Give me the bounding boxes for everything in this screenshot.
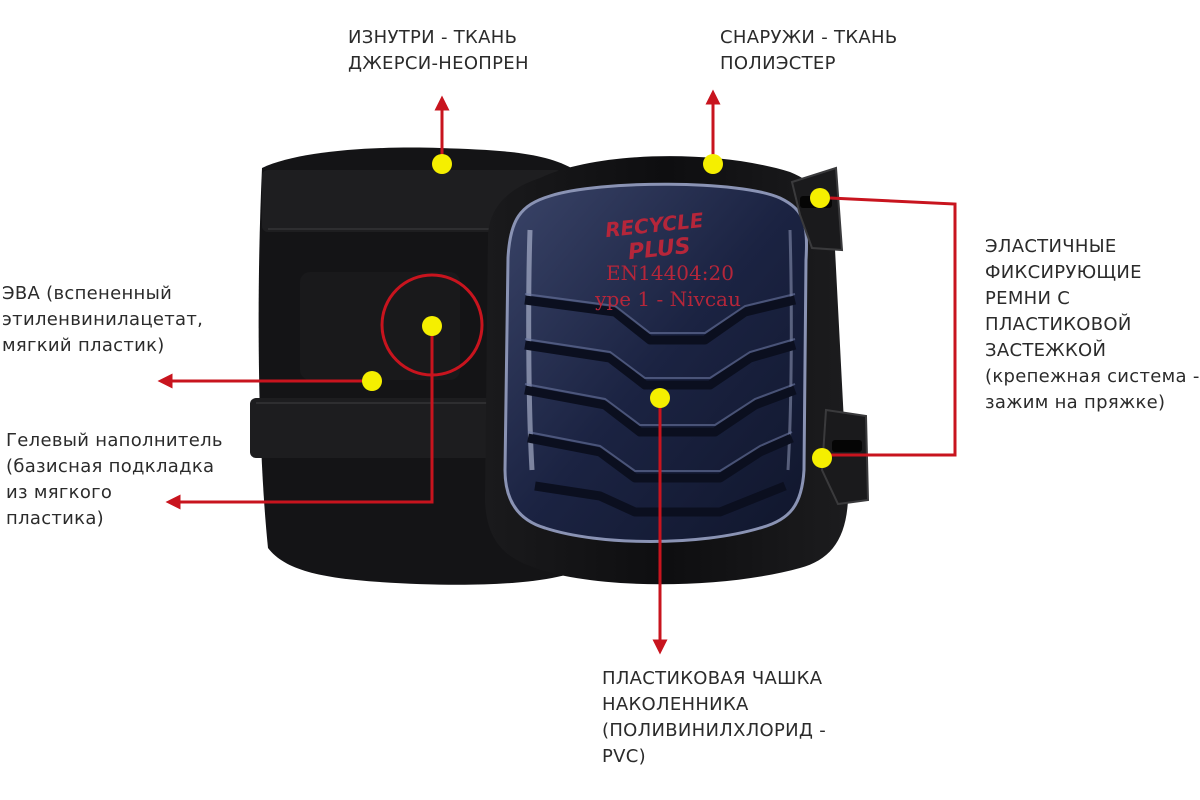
cup-rib-shine [524,293,796,472]
marker-lower-buckle [812,448,832,468]
cup-type-print: ype 1 - Nivcau [594,287,741,311]
lower-buckle [820,408,870,506]
callout-lines [157,89,957,655]
label-cup: ПЛАСТИКОВАЯ ЧАШКА НАКОЛЕННИКА (ПОЛИВИНИЛ… [602,668,827,767]
arrow-straps [829,196,957,457]
marker-gel [422,316,442,336]
marker-inner-fabric [432,154,452,174]
label-straps: ЭЛАСТИЧНЫЕ ФИКСИРУЮЩИЕ РЕМНИ С ПЛАСТИКОВ… [985,236,1200,413]
lower-strap [250,398,540,458]
marker-eva [362,371,382,391]
cup-ribs [524,295,797,517]
label-inner-fabric: ИЗНУТРИ - ТКАНЬ ДЖЕРСИ-НЕОПРЕН [348,27,529,74]
marker-upper-buckle [810,188,830,208]
eva-foam-patch [300,272,460,380]
marker-outer-fabric [703,154,723,174]
marker-cup [650,388,670,408]
arrow-gel [165,328,434,510]
label-eva: ЭВА (вспененный этиленвинилацетат, мягки… [2,283,204,356]
label-gel: Гелевый наполнитель (базисная подкладка … [6,430,223,529]
cup-standard-print: EN14404:20 [606,261,734,285]
upper-strap [262,170,562,232]
label-outer-fabric: СНАРУЖИ - ТКАНЬ ПОЛИЭСТЕР [720,27,898,74]
